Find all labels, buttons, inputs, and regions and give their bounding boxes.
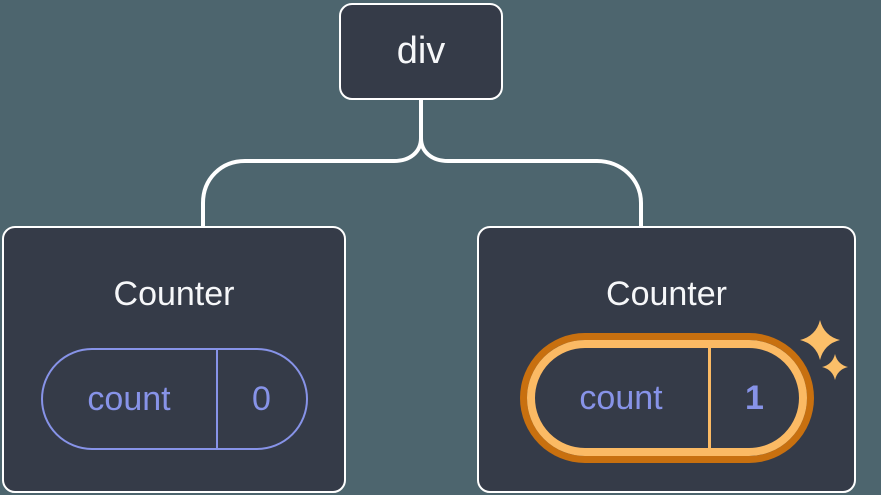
counter-node-right: Counter count 1 [477, 226, 856, 493]
sparkle-large [800, 320, 840, 360]
connector-branch-right [419, 137, 643, 227]
sparkle-small [822, 354, 848, 380]
state-value: 0 [252, 379, 271, 418]
counter-node-left: Counter count 0 [2, 226, 346, 493]
state-pill-highlighted: count 1 [526, 340, 807, 456]
state-key-label: count [579, 378, 663, 417]
root-node-label: div [396, 30, 446, 72]
root-node-div: div [339, 3, 503, 100]
counter-title: Counter [606, 275, 727, 313]
state-key-label: count [87, 379, 171, 418]
state-pill: count 0 [40, 348, 308, 450]
connector-branch-left [201, 137, 423, 227]
state-pill-divider [215, 350, 218, 448]
counter-title: Counter [113, 275, 235, 313]
state-pill-divider [707, 348, 711, 448]
state-value: 1 [745, 378, 764, 417]
